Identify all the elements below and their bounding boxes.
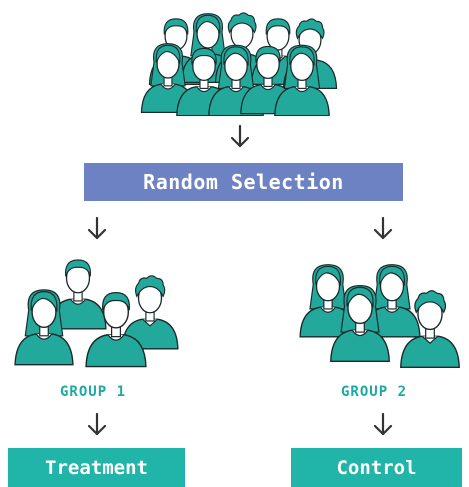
arrow-down-icon (373, 216, 393, 240)
population-crowd-illustration (140, 12, 338, 116)
arrow-down-icon (373, 412, 393, 436)
control-label: Control (336, 456, 417, 479)
random-selection-label: Random Selection (143, 170, 344, 194)
arrow-down-icon (230, 124, 250, 148)
arrow-down-icon (87, 216, 107, 240)
group-2-people-illustration (299, 264, 460, 369)
treatment-box: Treatment (8, 448, 185, 487)
group-1-people-illustration (14, 259, 179, 368)
arrow-down-icon (87, 412, 107, 436)
group-2-label: GROUP 2 (341, 384, 408, 400)
group-1-label: GROUP 1 (60, 384, 127, 400)
treatment-label: Treatment (45, 456, 148, 479)
control-box: Control (291, 448, 462, 487)
random-selection-box: Random Selection (84, 163, 403, 201)
